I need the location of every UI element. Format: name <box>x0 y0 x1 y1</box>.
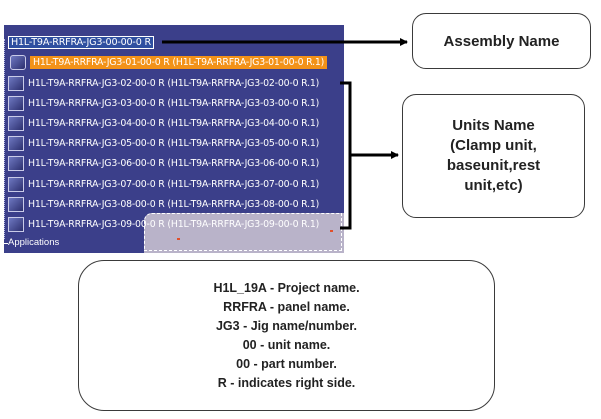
part-node-icon <box>8 136 24 152</box>
tree-item[interactable]: H1L-T9A-RRFRA-JG3-04-00-0 R (H1L-T9A-RRF… <box>8 115 319 132</box>
tree-item-label: H1L-T9A-RRFRA-JG3-09-00-0 R (H1L-T9A-RRF… <box>28 218 320 230</box>
units-name-callout: Units Name (Clamp unit, baseunit,rest un… <box>402 94 585 218</box>
tree-item-label: H1L-T9A-RRFRA-JG3-04-00-0 R (H1L-T9A-RRF… <box>28 118 320 130</box>
assembly-name-text: Assembly Name <box>443 32 560 50</box>
tree-item[interactable]: H1L-T9A-RRFRA-JG3-06-00-0 R (H1L-T9A-RRF… <box>8 155 319 172</box>
part-node-icon <box>8 76 24 91</box>
product-gear-icon <box>10 55 26 70</box>
tree-item-label: H1L-T9A-RRFRA-JG3-08-00-0 R (H1L-T9A-RRF… <box>28 198 320 210</box>
legend-line: 00 - part number. <box>236 356 337 371</box>
legend-line: H1L_19A - Project name. <box>213 280 360 295</box>
tree-item[interactable]: H1L-T9A-RRFRA-JG3-02-00-0 R (H1L-T9A-RRF… <box>8 75 319 92</box>
units-name-line: unit,etc) <box>464 177 523 194</box>
legend-line: 00 - unit name. <box>242 337 331 352</box>
part-node-icon <box>8 96 24 112</box>
applications-node[interactable]: Applications <box>8 237 60 248</box>
tree-item[interactable]: H1L-T9A-RRFRA-JG3-07-00-0 R (H1L-T9A-RRF… <box>8 176 319 193</box>
units-name-line: (Clamp unit, <box>450 137 537 154</box>
model-viewport-outline <box>144 213 342 251</box>
viewport-marker <box>177 238 180 240</box>
tree-item-label: H1L-T9A-RRFRA-JG3-05-00-0 R (H1L-T9A-RRF… <box>28 138 320 150</box>
tree-root-assembly[interactable]: H1L-T9A-RRFRA-JG3-00-00-0 R <box>8 34 154 51</box>
part-node-icon <box>8 116 24 132</box>
model-viewport-shape <box>144 213 344 253</box>
part-node-icon <box>8 176 24 192</box>
tree-item-label: H1L-T9A-RRFRA-JG3-06-00-0 R (H1L-T9A-RRF… <box>28 158 320 170</box>
naming-legend-box: H1L_19A - Project name. RRFRA - panel na… <box>78 260 495 411</box>
part-node-icon <box>8 156 24 172</box>
assembly-name-callout: Assembly Name <box>412 13 591 69</box>
legend-line: RRFRA - panel name. <box>223 299 350 314</box>
legend-line: JG3 - Jig name/number. <box>215 318 357 333</box>
tree-item-label: H1L-T9A-RRFRA-JG3-03-00-0 R (H1L-T9A-RRF… <box>28 98 320 110</box>
tree-item[interactable]: H1L-T9A-RRFRA-JG3-08-00-0 R (H1L-T9A-RRF… <box>8 196 319 213</box>
tree-item-selected[interactable]: H1L-T9A-RRFRA-JG3-01-00-0 R (H1L-T9A-RRF… <box>10 54 328 71</box>
viewport-marker <box>330 230 333 232</box>
legend-line: R - indicates right side. <box>217 375 356 390</box>
part-node-icon <box>8 216 24 232</box>
units-name-line: baseunit,rest <box>446 157 541 174</box>
tree-item[interactable]: H1L-T9A-RRFRA-JG3-03-00-0 R (H1L-T9A-RRF… <box>8 95 319 112</box>
units-name-line: Units Name <box>452 117 535 134</box>
tree-item-label: H1L-T9A-RRFRA-JG3-02-00-0 R (H1L-T9A-RRF… <box>28 78 320 89</box>
part-node-icon <box>8 196 24 212</box>
tree-connector-line <box>4 39 9 239</box>
tree-item[interactable]: H1L-T9A-RRFRA-JG3-09-00-0 R (H1L-T9A-RRF… <box>8 216 319 233</box>
tree-item-label: H1L-T9A-RRFRA-JG3-07-00-0 R (H1L-T9A-RRF… <box>28 178 320 190</box>
tree-item-label: H1L-T9A-RRFRA-JG3-01-00-0 R (H1L-T9A-RRF… <box>30 56 328 69</box>
tree-root-label: H1L-T9A-RRFRA-JG3-00-00-0 R <box>8 36 154 49</box>
units-bracket <box>340 81 352 230</box>
specification-tree-panel: H1L-T9A-RRFRA-JG3-00-00-0 R H1L-T9A-RRFR… <box>4 25 344 253</box>
applications-connector <box>4 243 8 244</box>
tree-item[interactable]: H1L-T9A-RRFRA-JG3-05-00-0 R (H1L-T9A-RRF… <box>8 135 319 152</box>
